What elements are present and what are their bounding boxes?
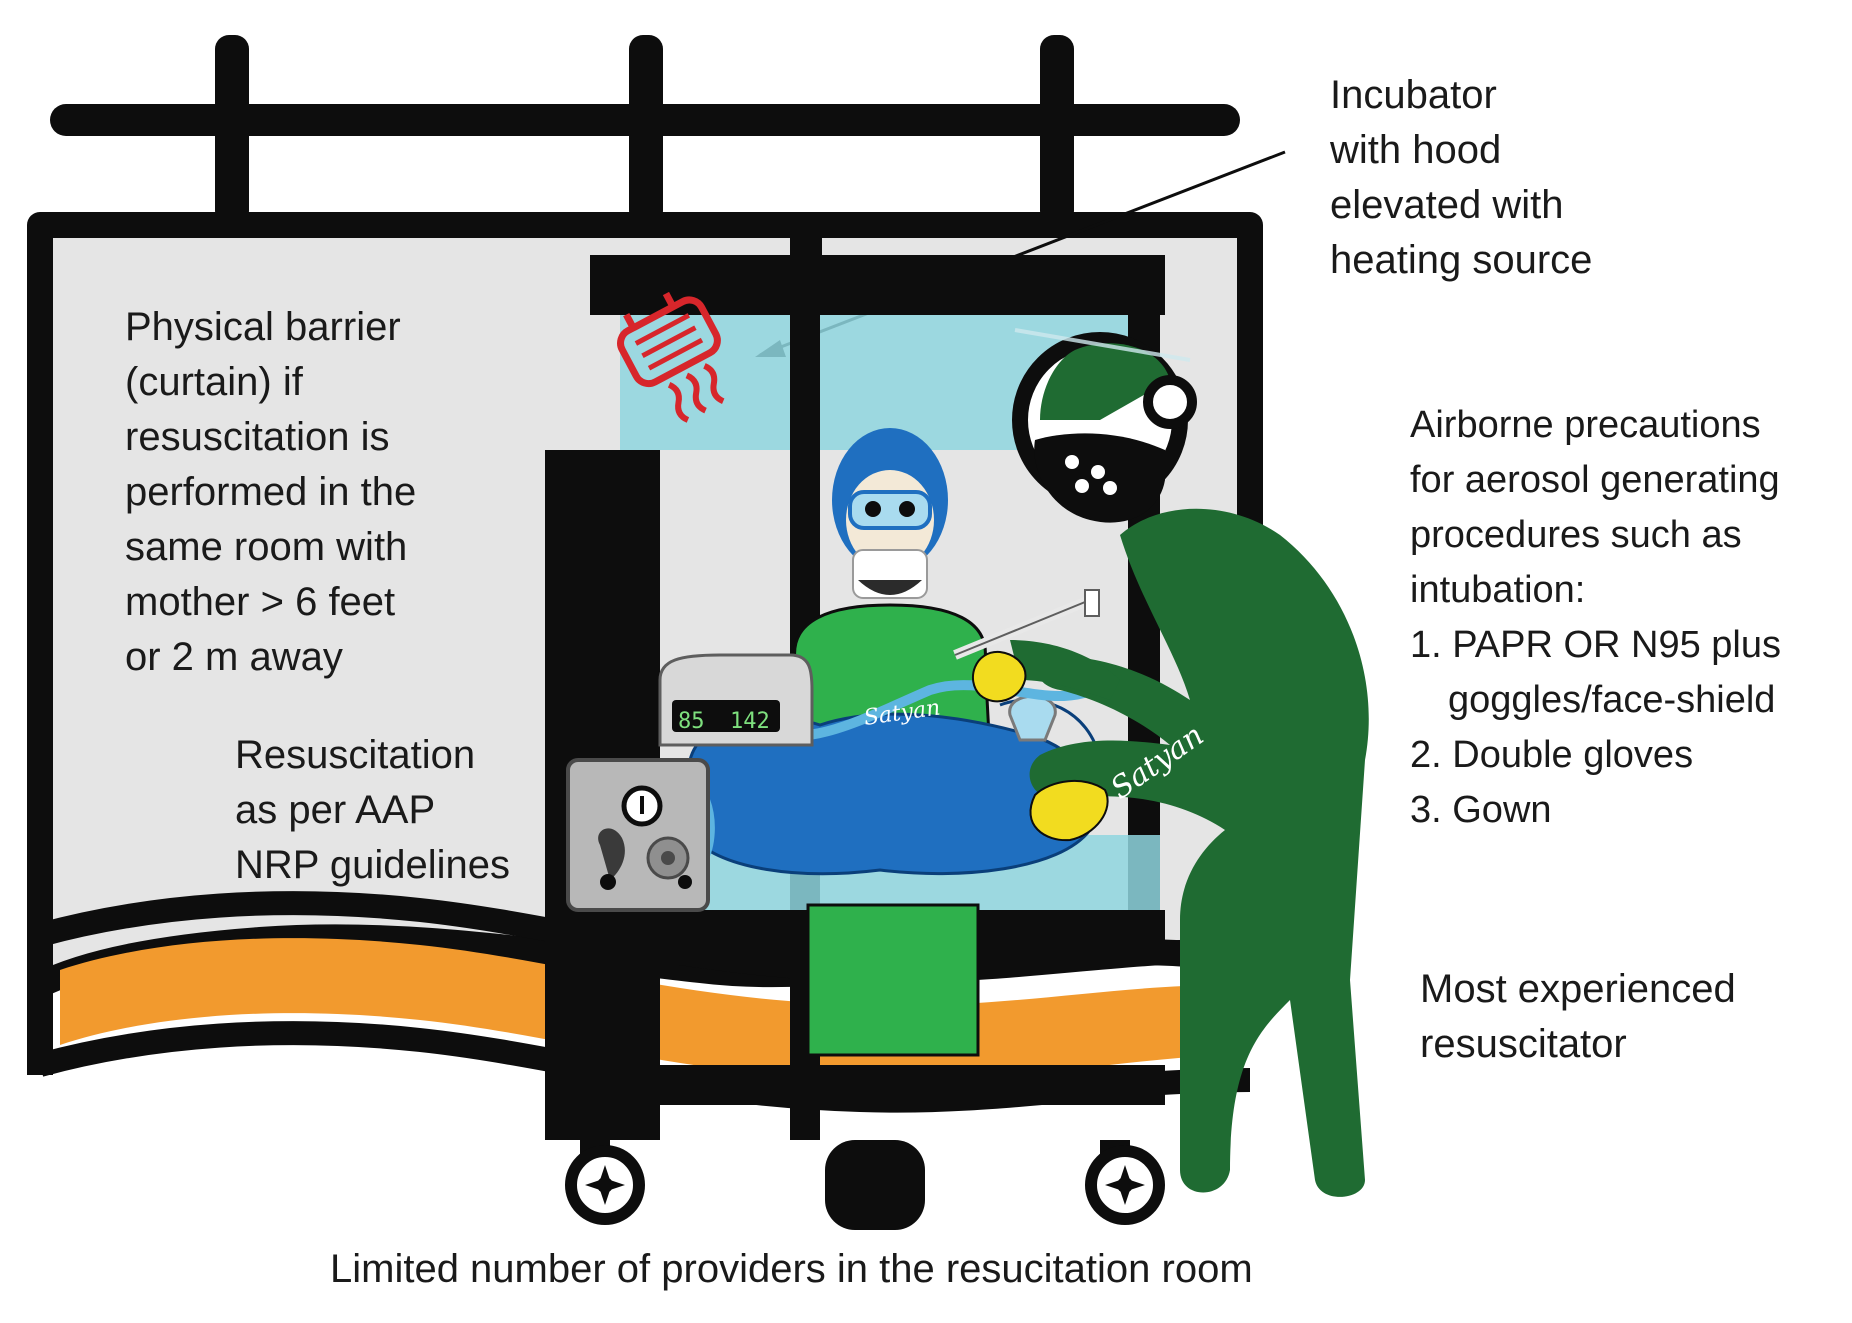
- heating-coil-icon: [617, 291, 725, 423]
- intubation-tube: [953, 589, 1100, 660]
- monitor-reading-left: 85: [678, 709, 705, 734]
- pressure-device: [566, 758, 710, 912]
- primary-resuscitator: [971, 328, 1369, 1197]
- resuscitation-guidelines-label: Resuscitation as per AAP NRP guidelines: [235, 733, 510, 887]
- curtain-rail: [50, 35, 1240, 225]
- airborne-precautions-label: Airborne precautions for aerosol generat…: [1410, 404, 1782, 831]
- wheel-icon: [565, 1140, 1165, 1225]
- vital-signs-monitor: [658, 653, 814, 747]
- incubator-label: Incubator with hood elevated with heatin…: [1330, 73, 1593, 282]
- physical-barrier-label: Physical barrier (curtain) if resuscitat…: [125, 305, 417, 679]
- most-experienced-label: Most experienced resuscitator: [1420, 967, 1736, 1066]
- monitor-reading-right: 142: [730, 709, 770, 734]
- limited-providers-caption: Limited number of providers in the resuc…: [330, 1247, 1253, 1291]
